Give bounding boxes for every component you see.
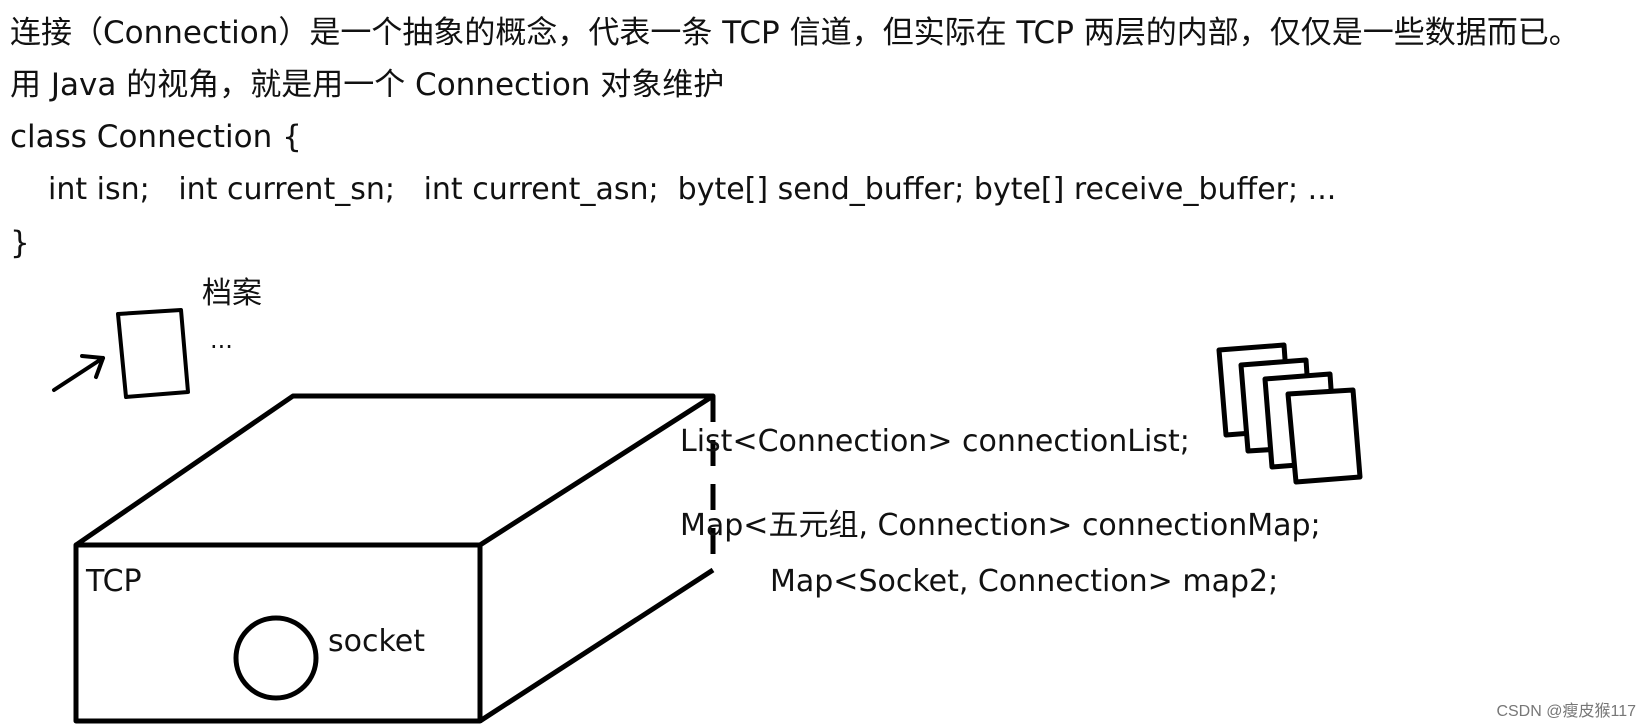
socket-map-text: Map<Socket, Connection> map2;	[770, 564, 1279, 599]
document-icon	[116, 308, 190, 399]
watermark: CSDN @瘦皮猴117	[1496, 703, 1636, 720]
document-ellipsis: ...	[210, 326, 233, 354]
arrow-icon	[52, 354, 105, 392]
document-label: 档案	[202, 276, 262, 311]
code-fields: int isn; int current_sn; int current_asn…	[48, 172, 1337, 207]
tcp-box	[73, 393, 716, 724]
document-stack-icon	[1216, 342, 1363, 485]
tcp-label: TCP	[86, 564, 142, 599]
intro-line-1: 连接（Connection）是一个抽象的概念，代表一条 TCP 信道，但实际在 …	[10, 15, 1580, 51]
socket-circle	[233, 615, 319, 701]
code-class-close: }	[10, 225, 30, 261]
intro-line-2: 用 Java 的视角，就是用一个 Connection 对象维护	[10, 67, 725, 103]
socket-label: socket	[328, 624, 426, 659]
code-class-open: class Connection {	[10, 119, 302, 155]
connection-list-text: List<Connection> connectionList;	[680, 424, 1190, 459]
connection-map-text: Map<五元组, Connection> connectionMap;	[680, 508, 1321, 543]
